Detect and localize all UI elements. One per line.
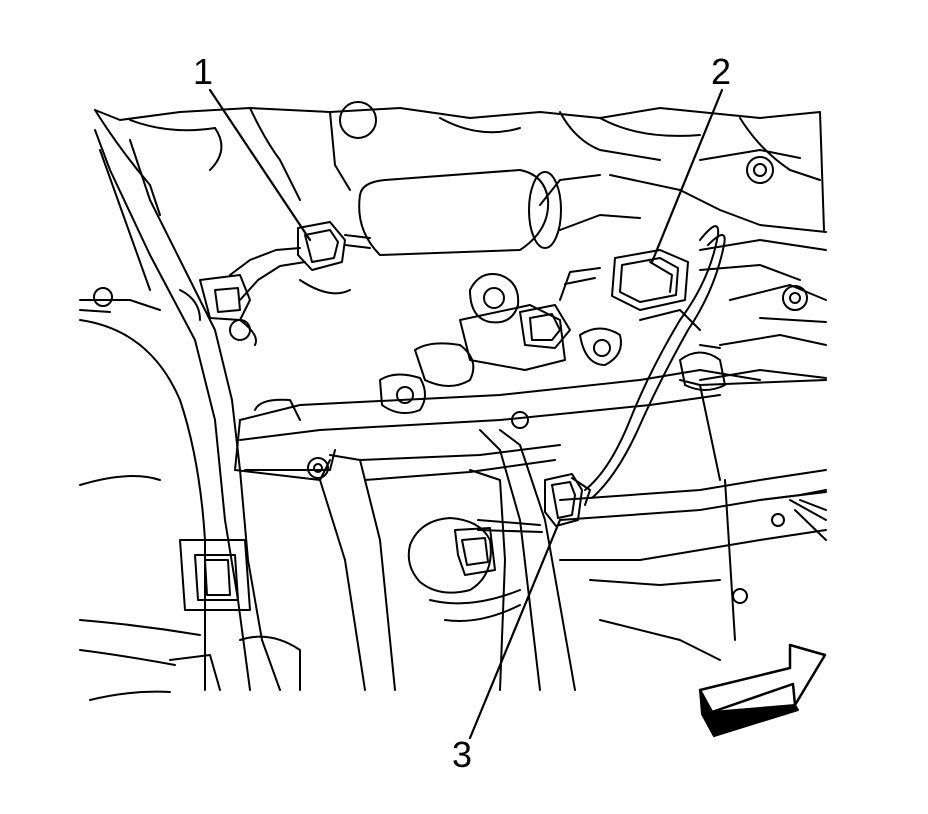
lower-mount bbox=[407, 517, 521, 622]
solenoid-cylinder bbox=[344, 169, 562, 256]
callout-number-1: 1 bbox=[193, 51, 214, 92]
right-housing bbox=[559, 344, 827, 661]
callout-number-3: 3 bbox=[452, 734, 473, 775]
wire-harness bbox=[584, 225, 726, 499]
cross-member bbox=[234, 369, 761, 691]
background-structure bbox=[94, 101, 827, 381]
leader-line-3 bbox=[468, 518, 562, 740]
center-fitting-cluster bbox=[379, 273, 701, 415]
left-frame-rail bbox=[79, 129, 301, 701]
leader-line-1 bbox=[208, 88, 312, 242]
callout-number-2: 2 bbox=[711, 51, 732, 92]
forward-arrow-icon bbox=[698, 643, 827, 737]
leader-lines bbox=[208, 88, 724, 740]
connector-2 bbox=[559, 249, 689, 311]
connector-1 bbox=[179, 221, 351, 346]
connector-3 bbox=[477, 473, 591, 533]
leader-line-2 bbox=[650, 88, 724, 264]
